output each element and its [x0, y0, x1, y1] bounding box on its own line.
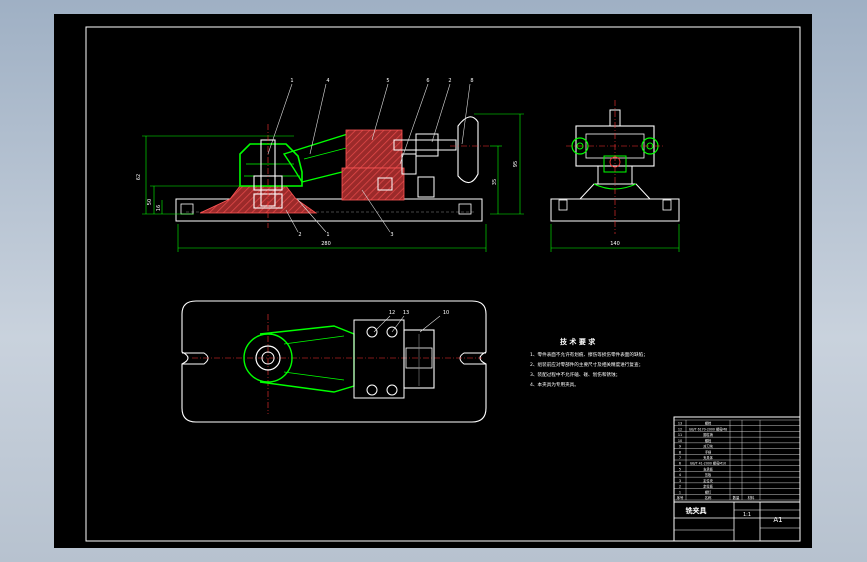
callout-front-bottom-2: 1 — [326, 232, 329, 238]
cad-drawing: 280 62 50 16 35 95 1 — [85, 26, 801, 542]
bom-row-name: 对刀块 — [703, 444, 713, 449]
callout-front-bottom-3: 3 — [390, 232, 393, 238]
bom-row-number: 5 — [679, 467, 681, 471]
callout-front-top-2: 4 — [326, 78, 329, 84]
bom-row-name: 圆柱销 — [703, 432, 713, 437]
dim-height-right-2: 95 — [513, 161, 519, 167]
bom-row-name: 定位板 — [703, 484, 713, 489]
bom-row-number: 11 — [678, 433, 682, 437]
bom-row-number: 13 — [678, 422, 682, 426]
side-dimensions — [550, 224, 680, 252]
notes-item-4: 4、本夹具为专用夹具。 — [530, 381, 579, 388]
bom-header-cell: 材料 — [748, 495, 755, 500]
dim-height-left-3: 16 — [156, 205, 162, 211]
bom-row-name: 压板 — [705, 472, 712, 477]
dim-width-side: 140 — [610, 241, 620, 247]
callout-plan-13: 13 — [403, 310, 409, 316]
bom-row-number: 6 — [679, 462, 681, 466]
plan-bolt-tl — [366, 326, 378, 338]
callout-front-top-6: 8 — [470, 78, 473, 84]
technical-notes: 技 术 要 求 1、零件表面不允许有划痕、擦伤等损伤零件表面的缺陷； 2、组装前… — [530, 337, 648, 388]
dim-height-left-2: 50 — [147, 199, 153, 205]
plan-view: 12 13 10 — [181, 300, 487, 423]
bom-header-cell: 数量 — [733, 495, 740, 500]
bom-row-number: 2 — [679, 485, 681, 489]
front-handle-knob — [457, 116, 479, 184]
bom-row-number: 4 — [679, 473, 681, 477]
notes-item-1: 1、零件表面不允许有划痕、擦伤等损伤零件表面的缺陷； — [530, 351, 648, 358]
bom-row-number: 8 — [679, 450, 681, 454]
bom-row-name: 夹具体 — [703, 455, 713, 460]
dim-width-bottom: 280 — [321, 241, 331, 247]
plan-bolt-bl — [366, 384, 378, 396]
bom-row-name: 螺栓 — [705, 438, 712, 443]
dim-height-right-1: 35 — [492, 179, 498, 185]
callout-front-bottom-1: 2 — [298, 232, 301, 238]
side-view: 140 — [550, 100, 680, 252]
front-view: 280 62 50 16 35 95 1 — [136, 78, 524, 252]
plan-base-outline — [181, 300, 487, 423]
bom-header-cell: 名称 — [705, 495, 712, 500]
plan-boss-inner — [255, 345, 281, 371]
bom-row-number: 9 — [679, 445, 681, 449]
front-support-block-lower — [341, 167, 405, 201]
bom-row-number: 1 — [679, 490, 681, 494]
callout-plan-10: 10 — [443, 310, 449, 316]
bom-row-name: 螺栓 — [705, 421, 712, 426]
bom-row-name: 手柄 — [705, 449, 712, 454]
front-screw-shaft — [393, 139, 457, 151]
bom-row-number: 7 — [679, 456, 681, 460]
bom-header-cell: 序号 — [677, 495, 684, 500]
plan-bolt-br — [386, 384, 398, 396]
front-base-plate — [175, 198, 483, 222]
drawing-name: 铣夹具 — [685, 506, 707, 515]
front-dimensions — [142, 113, 524, 252]
callout-front-top-1: 1 — [290, 78, 293, 84]
callout-front-top-4: 6 — [426, 78, 429, 84]
bom-row-name: GB/T 41-2000 螺母M10 — [690, 461, 726, 466]
front-boss — [239, 143, 303, 187]
callout-plan-12: 12 — [389, 310, 395, 316]
sheet-size: A1 — [773, 516, 782, 524]
plan-boss-outer — [243, 333, 293, 383]
front-leader-lines — [267, 83, 471, 233]
bom-row-name: GB/T 6170-2000 螺母M8 — [689, 426, 727, 431]
bom-row-number: 10 — [678, 439, 682, 443]
bom-row-name: 支承板 — [703, 466, 713, 471]
notes-title: 技 术 要 求 — [560, 337, 596, 346]
front-support-block-upper — [345, 129, 403, 169]
bom-row-name: 螺钉 — [705, 489, 712, 494]
dim-height-left-1: 62 — [136, 174, 142, 180]
drawing-scale: 1:1 — [743, 512, 751, 518]
plan-bolt-tr — [386, 326, 398, 338]
bom-row-name: 定位块 — [703, 478, 713, 483]
bom-row-number: 12 — [678, 427, 682, 431]
bom-lines — [673, 419, 801, 501]
callout-front-top-3: 5 — [386, 78, 389, 84]
drawing-sheet: 280 62 50 16 35 95 1 — [54, 14, 812, 548]
inner-border-frame — [85, 26, 801, 542]
callout-front-top-5: 2 — [448, 78, 451, 84]
plan-setting-block — [403, 329, 435, 389]
bom-row-number: 3 — [679, 479, 681, 483]
notes-item-2: 2、组装前应对零部件的主要尺寸及相关精度进行复查； — [530, 361, 643, 368]
notes-item-3: 3、装配过程中不允许磕、碰、划伤和锈蚀； — [530, 371, 620, 378]
